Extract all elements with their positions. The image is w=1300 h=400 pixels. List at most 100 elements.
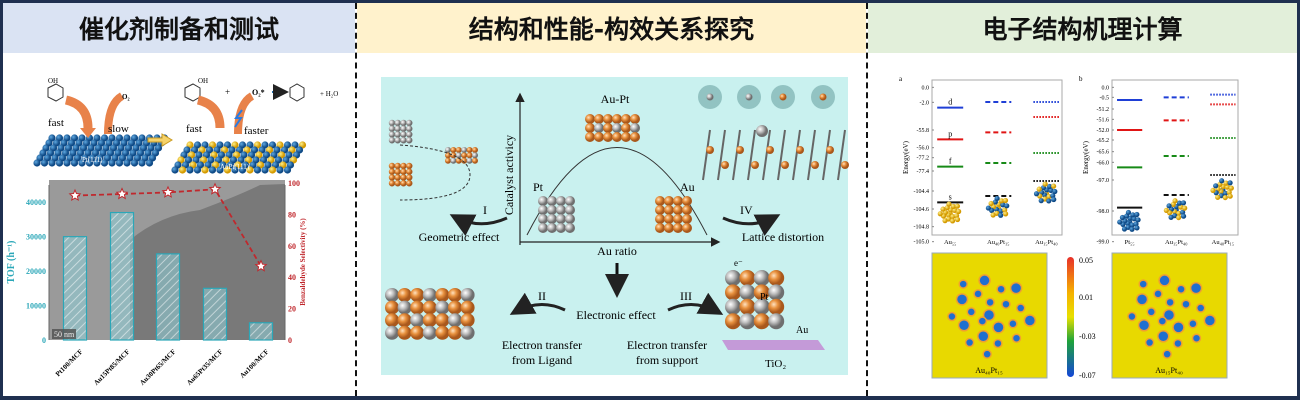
energy-tick-label: -77.4: [917, 169, 930, 175]
y-axis-right-label: Benzaldehyde Selectivity (%): [299, 218, 307, 306]
atom: [768, 313, 785, 330]
cluster-atom: [1046, 198, 1052, 204]
atom: [556, 196, 566, 206]
atom: [385, 325, 399, 340]
atom: [472, 157, 478, 164]
atom: [466, 152, 473, 159]
au-atom: [223, 166, 232, 174]
cluster-atom: [1002, 197, 1009, 204]
cluster-atom: [1000, 202, 1006, 208]
atom: [655, 223, 665, 233]
atom: [819, 93, 827, 101]
atom: [655, 214, 665, 224]
reaction-scheme: OH fast slow O₂ Pt(111) OH + O₂* + H₂O f…: [33, 77, 338, 174]
charge-spot: [1162, 349, 1172, 359]
charge-spot: [992, 321, 1005, 334]
atom: [410, 325, 425, 340]
au-label: Au: [680, 180, 695, 194]
y-right-tick-label: 40: [288, 273, 296, 282]
atom: [768, 284, 785, 301]
cluster-atom: [940, 206, 946, 212]
atom: [445, 147, 451, 153]
charge-spot: [982, 349, 992, 359]
charge-spot: [982, 308, 996, 322]
colorbar-tick-label: 0.05: [1079, 256, 1093, 265]
electronic-effect-label: Electronic effect: [576, 308, 656, 322]
atom: [673, 205, 683, 215]
support-transfer-label: Electron transfer: [627, 338, 707, 352]
atom: [397, 300, 412, 315]
charge-spot: [1195, 303, 1206, 313]
atom: [406, 174, 413, 181]
charge-spot: [1137, 319, 1151, 332]
cluster-atom: [1228, 185, 1234, 191]
pt-atom: [78, 159, 86, 167]
atom: [397, 325, 412, 340]
atom: [448, 300, 462, 315]
cluster-atom: [1210, 187, 1216, 194]
atom: [612, 123, 622, 133]
tof-bar: [62, 236, 88, 341]
charge-spot: [978, 274, 991, 287]
pt-label: Pt: [533, 180, 544, 194]
cluster-atom: [1121, 226, 1128, 232]
header-structure-performance: 结构和性能-构效关系探究: [357, 3, 866, 53]
selectivity-point: [68, 188, 82, 202]
atom: [455, 147, 462, 153]
cluster-atom: [1223, 180, 1229, 186]
pt-atom: [55, 159, 64, 167]
atom: [394, 119, 401, 127]
atom: [394, 137, 401, 144]
atom: [682, 205, 692, 215]
pt111-label: Pt(111): [82, 156, 103, 164]
atom: [422, 313, 437, 328]
cluster-atom: [1163, 207, 1169, 214]
energy-tick-label: -65.6: [1097, 150, 1110, 156]
o2-star-label: O₂*: [252, 88, 265, 97]
atom: [394, 174, 401, 181]
tof-bar: [155, 253, 181, 341]
charge-spot: [1015, 303, 1026, 313]
charge-spot: [1023, 314, 1037, 327]
atom: [621, 132, 631, 142]
atom: [621, 114, 631, 124]
atom: [736, 146, 744, 154]
atom: [461, 152, 468, 159]
atom: [664, 214, 674, 224]
cluster-atom: [937, 211, 943, 217]
cluster-atom: [1213, 183, 1219, 189]
charge-spot: [1165, 297, 1175, 308]
cluster-atom: [1125, 209, 1132, 216]
curved-arrow-icon: [509, 292, 566, 315]
atom: [388, 162, 396, 170]
charge-spot: [947, 311, 957, 322]
atom: [448, 288, 462, 302]
atom: [385, 300, 399, 315]
y-tick-label: 30000: [26, 233, 46, 242]
atom: [400, 131, 407, 138]
header-electronic-calculation: 电子结构机理计算: [868, 3, 1297, 53]
energy-tick-label: -65.2: [1097, 138, 1110, 144]
pt111-surface: [33, 134, 169, 167]
pt-atom: [33, 159, 41, 167]
atom: [406, 137, 413, 144]
charge-spot: [1191, 333, 1202, 343]
charge-spot: [966, 307, 977, 317]
atom: [725, 313, 741, 330]
x-tick-label: Au100/MCF: [238, 348, 270, 380]
x-label: Au₁₅Pt₄₀: [1035, 239, 1057, 246]
atom: [455, 152, 462, 159]
cluster-atom: [942, 218, 948, 224]
energy-tick-label: -66.0: [1097, 160, 1110, 166]
orbital-label: s: [949, 192, 952, 201]
water-label: + H₂O: [320, 90, 338, 98]
bond: [822, 129, 831, 181]
activity-curve: [526, 147, 708, 236]
pt-atom: [261, 166, 269, 174]
y-axis-label: TOF (h⁻¹): [6, 240, 17, 283]
cluster-atom: [1219, 178, 1225, 184]
cluster-atom: [1215, 194, 1221, 200]
atom: [385, 288, 399, 302]
cluster-atom: [1117, 219, 1123, 225]
